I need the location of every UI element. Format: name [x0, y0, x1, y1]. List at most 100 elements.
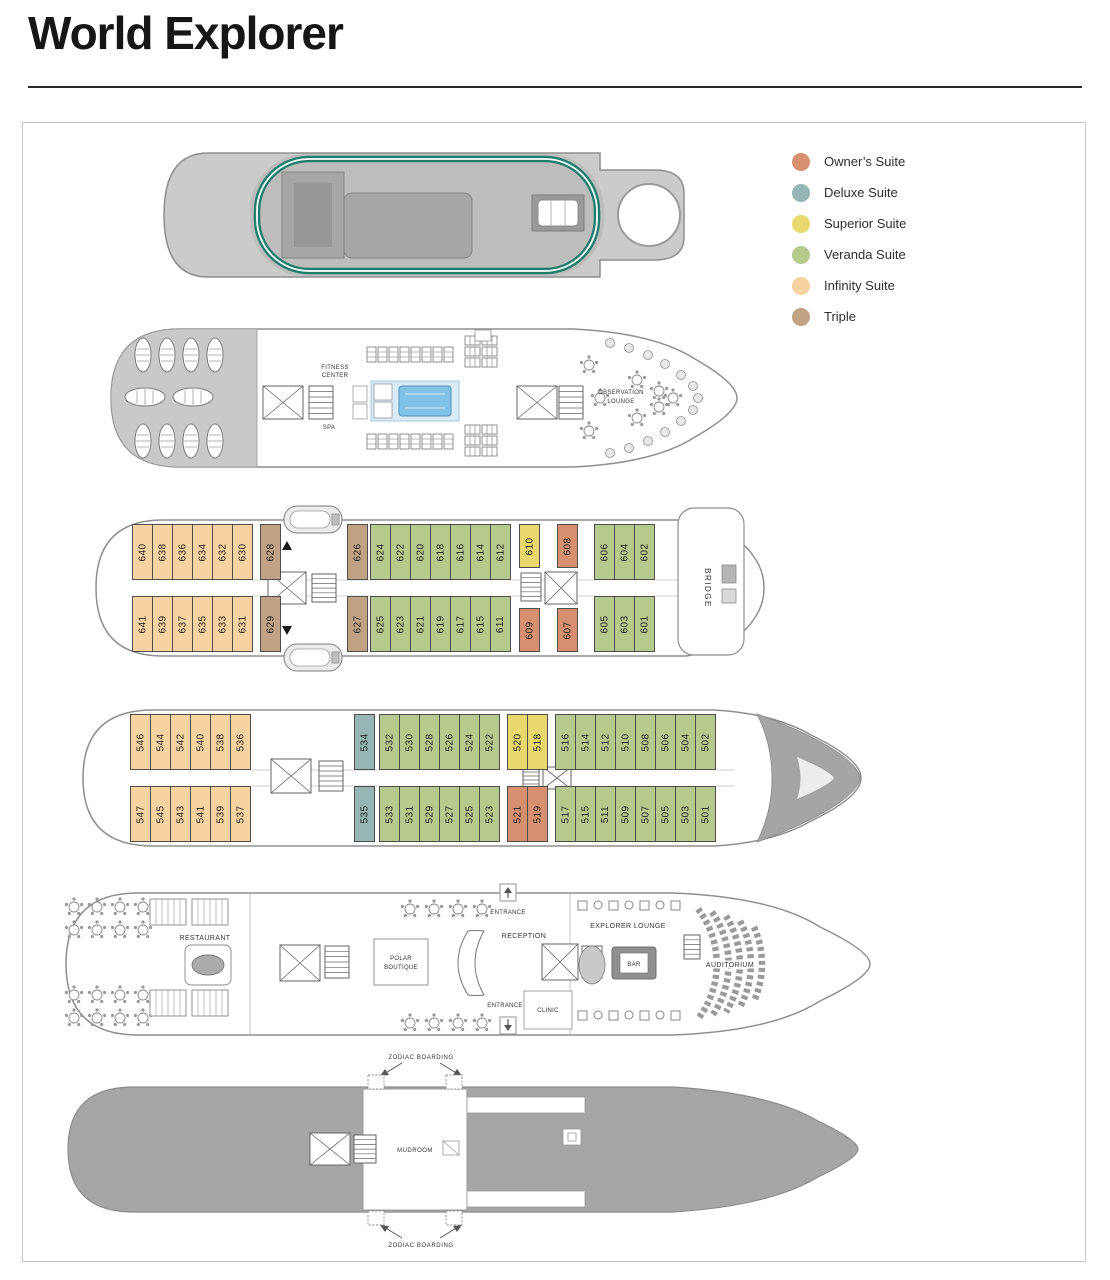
- cabin-606: 606: [594, 524, 615, 580]
- observation-lounge-label: OBSERVATION: [598, 390, 644, 396]
- deck5-corridor-walls: [251, 769, 735, 787]
- cabin-546: 546: [130, 714, 151, 770]
- cabin-536: 536: [230, 714, 251, 770]
- legend-label: Deluxe Suite: [824, 185, 898, 200]
- legend-swatch-infinity: [792, 276, 810, 295]
- zodiac-boarding-bottom-label: ZODIAC BOARDING: [388, 1243, 453, 1249]
- cabin-616: 616: [450, 524, 471, 580]
- cabin-502: 502: [695, 714, 716, 770]
- funnel-inner: [294, 183, 332, 247]
- cabin-512: 512: [595, 714, 616, 770]
- jogging-track-centerline: [256, 158, 598, 272]
- polar-boutique-room: [373, 938, 429, 986]
- cabin-629: 629: [260, 596, 281, 652]
- cabin-522: 522: [479, 714, 500, 770]
- zodiac-boarding-bottom-arrows: [380, 1225, 462, 1239]
- legend-item-owner: Owner’s Su­ite: [792, 152, 906, 171]
- cabin-544: 544: [150, 714, 171, 770]
- observation-lounge-label-2: LOUNGE: [607, 399, 634, 405]
- cabin-531: 531: [399, 786, 420, 842]
- cabin-618: 618: [430, 524, 451, 580]
- legend-swatch-owner: [792, 152, 810, 171]
- clinic-room: [523, 990, 573, 1030]
- cabin-529: 529: [419, 786, 440, 842]
- cabin-518: 518: [527, 714, 548, 770]
- cabin-511: 511: [595, 786, 616, 842]
- cabin-634: 634: [192, 524, 213, 580]
- legend-label: Superior Suite: [824, 216, 907, 231]
- entrance-bottom-label: ENTRANCE: [487, 1003, 522, 1009]
- elevator-icon: [541, 943, 579, 981]
- cabin-507: 507: [635, 786, 656, 842]
- cabin-group: 609: [519, 608, 540, 652]
- cabin-541: 541: [190, 786, 211, 842]
- deck-7-svg: FITNESS CENTER SPA: [110, 328, 738, 468]
- cabin-523: 523: [479, 786, 500, 842]
- cabin-537: 537: [230, 786, 251, 842]
- cabin-639: 639: [152, 596, 173, 652]
- elevator-icon: [516, 385, 558, 420]
- deck-7-plan: FITNESS CENTER SPA: [105, 323, 740, 473]
- cabin-group: 610: [519, 524, 540, 568]
- legend-item-superior: Superior Suite: [792, 214, 906, 233]
- corridor-upper: [466, 1096, 586, 1114]
- legend-label: Triple: [824, 309, 857, 324]
- cabin-627: 627: [347, 596, 368, 652]
- cabin-533: 533: [379, 786, 400, 842]
- deckhouse-structure: [343, 192, 473, 259]
- helipad-circle: [617, 183, 681, 247]
- legend-item-deluxe: Deluxe Suite: [792, 183, 906, 202]
- cabin-538: 538: [210, 714, 231, 770]
- cabin-535: 535: [354, 786, 375, 842]
- cabin-633: 633: [212, 596, 233, 652]
- deck-8-plan: [160, 145, 690, 285]
- zodiac-boarding-top-label: ZODIAC BOARDING: [388, 1055, 453, 1061]
- cabin-539: 539: [210, 786, 231, 842]
- cabin-group: 607: [557, 608, 578, 652]
- cabin-527: 527: [439, 786, 460, 842]
- cabin-505: 505: [655, 786, 676, 842]
- polar-boutique-label-2: BOUTIQUE: [384, 965, 418, 971]
- gangway-top: [499, 883, 517, 902]
- cabin-628: 628: [260, 524, 281, 580]
- cabin-630: 630: [232, 524, 253, 580]
- stairs-icon: [353, 1134, 377, 1164]
- cabin-515: 515: [575, 786, 596, 842]
- stairs-icon: [324, 945, 350, 979]
- storage-room: [562, 1128, 582, 1146]
- cabin-509: 509: [615, 786, 636, 842]
- legend-label: Infinity Suite: [824, 278, 895, 293]
- mudroom-bench: [442, 1140, 460, 1156]
- legend-item-infinity: Infinity Suite: [792, 276, 906, 295]
- legend-swatch-veranda: [792, 245, 810, 264]
- cabin-503: 503: [675, 786, 696, 842]
- cabin-602: 602: [634, 524, 655, 580]
- cabin-group: 535: [354, 786, 375, 842]
- pool: [370, 380, 460, 422]
- cabin-612: 612: [490, 524, 511, 580]
- deck-4-svg: RESTAURANT POLAR BOUTIQUE RECEPTION ENTR…: [64, 883, 871, 1036]
- cabin-542: 542: [170, 714, 191, 770]
- legend-item-veranda: Veranda Suite: [792, 245, 906, 264]
- deck5-bow-hatch: [797, 757, 834, 799]
- cabin-619: 619: [430, 596, 451, 652]
- spa-label: SPA: [323, 425, 335, 431]
- legend-swatch-superior: [792, 214, 810, 233]
- stairs-icon: [522, 767, 540, 789]
- bridge-wing: [677, 507, 745, 656]
- reception-desk: [457, 930, 485, 996]
- deck-3-plan: ZODIAC BOARDING MUDROOM: [58, 1045, 868, 1257]
- auditorium-seats: [695, 907, 766, 1021]
- cabin-group: 627: [347, 596, 368, 652]
- cabin-514: 514: [575, 714, 596, 770]
- polar-boutique-label: POLAR: [390, 956, 412, 962]
- zodiac-boarding-top-arrows: [380, 1062, 462, 1076]
